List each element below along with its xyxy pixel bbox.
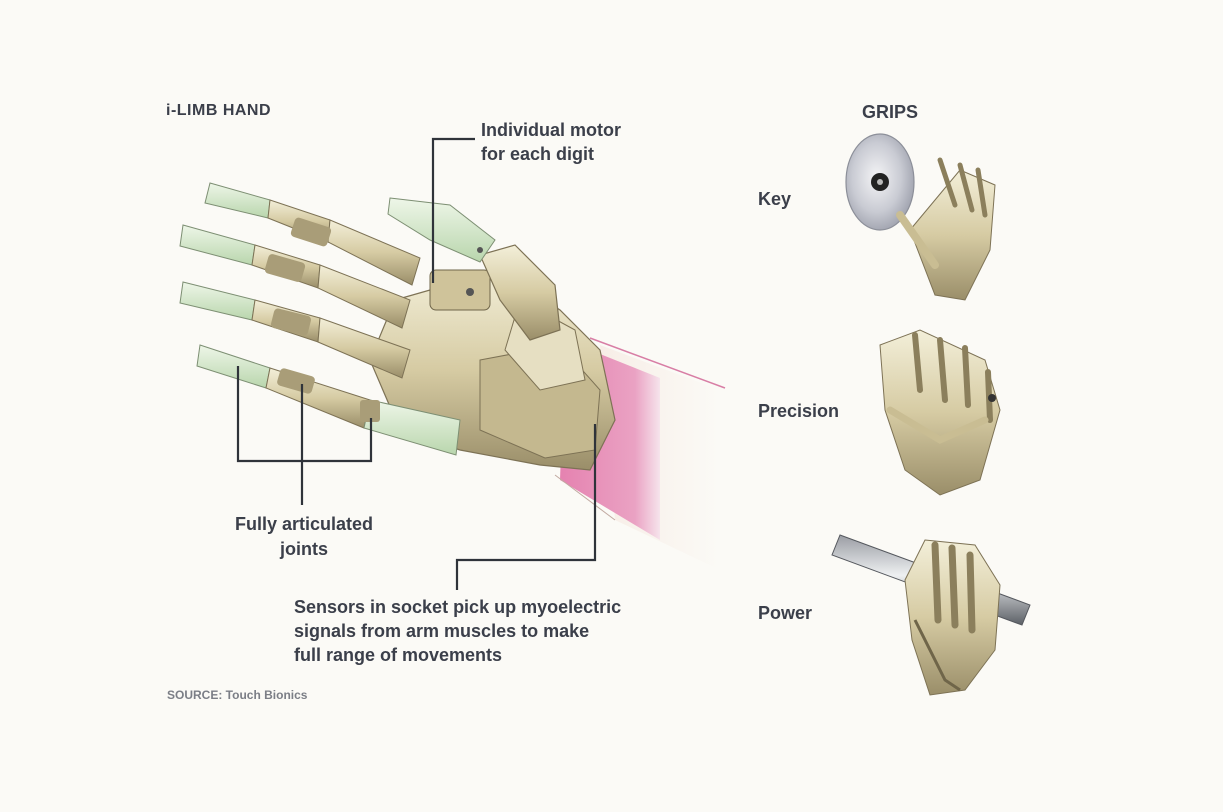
grips-heading: GRIPS — [862, 102, 918, 123]
source-credit: SOURCE: Touch Bionics — [167, 688, 307, 702]
key-grip-illustration — [846, 134, 995, 300]
grip-label-key: Key — [758, 189, 791, 210]
sensors-callout-line: full range of movements — [294, 643, 734, 667]
joints-callout: Fully articulated joints — [214, 512, 394, 562]
precision-grip-illustration — [880, 330, 1000, 495]
sensors-callout-line: Sensors in socket pick up myoelectric — [294, 595, 734, 619]
diagram-title: i-LIMB HAND — [166, 102, 271, 120]
motor-callout-line: Individual motor — [481, 118, 621, 142]
joints-callout-line: Fully articulated — [214, 512, 394, 537]
power-grip-illustration — [832, 535, 1030, 695]
sensors-callout: Sensors in socket pick up myoelectric si… — [294, 595, 734, 667]
joints-callout-line: joints — [214, 537, 394, 562]
motor-callout-line: for each digit — [481, 142, 621, 166]
motor-callout: Individual motor for each digit — [481, 118, 621, 166]
grip-label-precision: Precision — [758, 401, 839, 422]
sensors-callout-line: signals from arm muscles to make — [294, 619, 734, 643]
grip-label-power: Power — [758, 603, 812, 624]
